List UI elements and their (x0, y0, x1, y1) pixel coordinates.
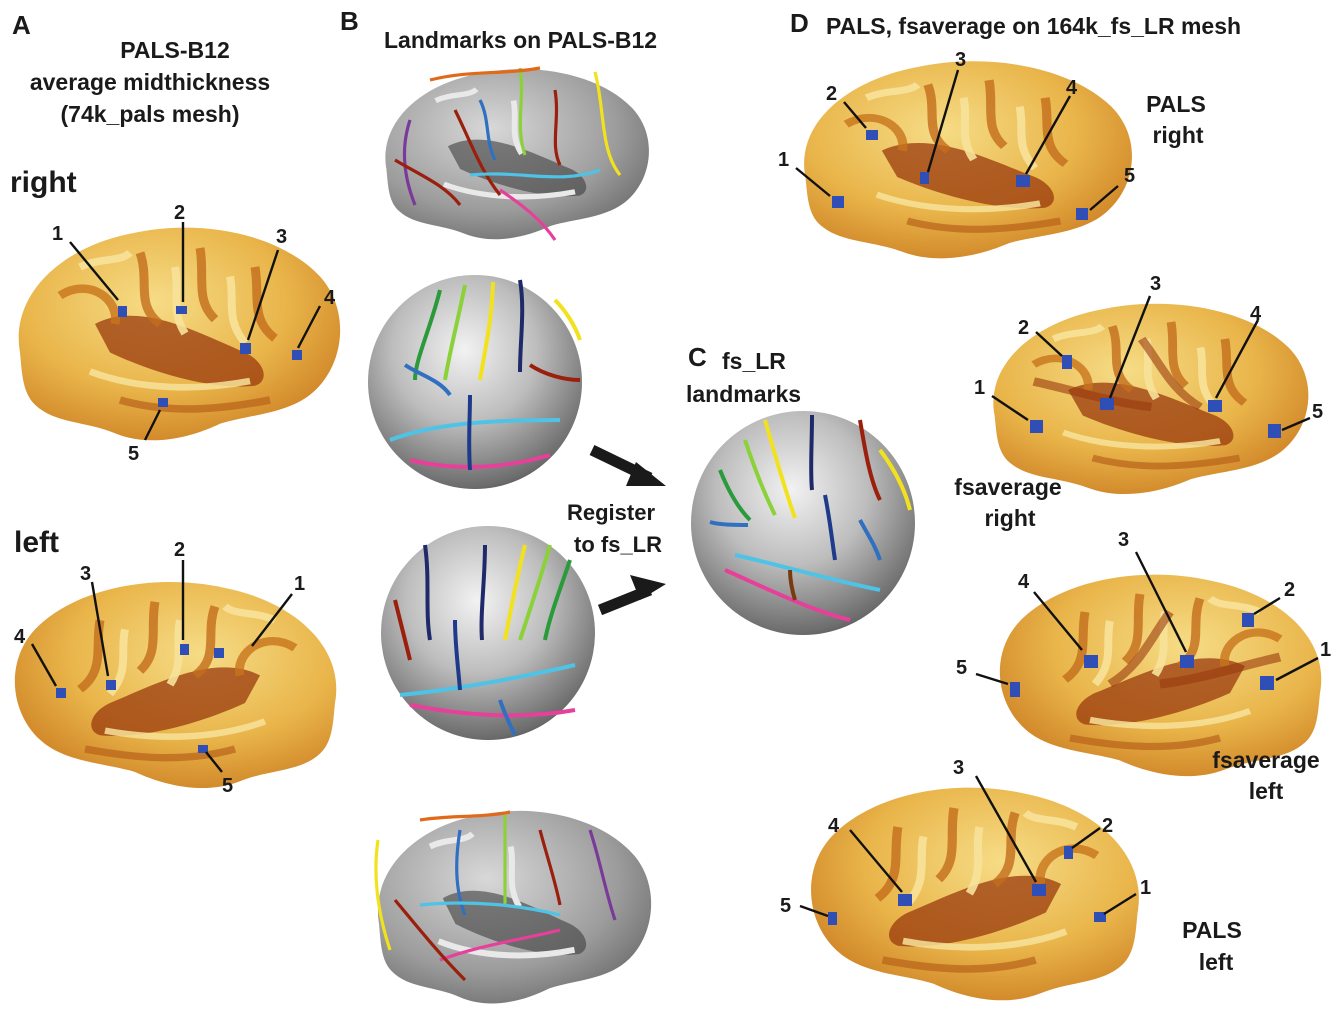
hemisphere-label-left: left (14, 526, 59, 559)
register-line-2: to fs_LR (574, 532, 662, 557)
num-dfl-5: 5 (956, 657, 967, 679)
panel-a-letter: A (12, 10, 31, 40)
sphere-c (691, 411, 915, 635)
num-a-right-1: 1 (52, 223, 63, 245)
num-dfl-4: 4 (1018, 571, 1030, 593)
num-a-left-5: 5 (222, 775, 233, 797)
num-dpr-3: 3 (955, 49, 966, 71)
label-pals-right-1: PALS (1146, 91, 1206, 117)
register-line-1: Register (567, 500, 655, 525)
num-a-right-5: 5 (128, 443, 139, 465)
num-a-right-2: 2 (174, 202, 185, 224)
label-pals-left-2: left (1199, 949, 1234, 975)
panel-d-title: PALS, fsaverage on 164k_fs_LR mesh (826, 13, 1241, 39)
label-fsaverage-right-1: fsaverage (954, 474, 1061, 500)
brain-d-fsaverage-left (1000, 575, 1321, 777)
num-a-right-4: 4 (324, 287, 336, 309)
num-a-right-3: 3 (276, 226, 287, 248)
brain-a-right (19, 228, 340, 441)
panel-c-title-line-1: fs_LR (722, 348, 786, 374)
num-dfl-1: 1 (1320, 639, 1331, 661)
num-dfr-2: 2 (1018, 317, 1029, 339)
num-dpl-2: 2 (1102, 815, 1113, 837)
num-dpr-4: 4 (1066, 77, 1078, 99)
label-fsaverage-right-2: right (984, 505, 1035, 531)
brain-a-left (15, 582, 336, 788)
num-dfl-2: 2 (1284, 579, 1295, 601)
num-dfr-1: 1 (974, 377, 985, 399)
num-dpl-3: 3 (953, 757, 964, 779)
num-dpl-1: 1 (1140, 877, 1151, 899)
panel-d-letter: D (790, 8, 809, 38)
num-dfr-3: 3 (1150, 273, 1161, 295)
num-dpr-5: 5 (1124, 165, 1135, 187)
num-a-left-2: 2 (174, 539, 185, 561)
label-fsaverage-left-2: left (1249, 778, 1284, 804)
label-pals-right-2: right (1152, 122, 1203, 148)
num-dpl-5: 5 (780, 895, 791, 917)
num-a-left-3: 3 (80, 563, 91, 585)
num-a-left-1: 1 (294, 573, 305, 595)
panel-c-letter: C (688, 342, 707, 372)
panel-a-title-line-3: (74k_pals mesh) (61, 101, 240, 127)
num-a-left-4: 4 (14, 626, 26, 648)
num-dfr-5: 5 (1312, 401, 1323, 423)
panel-b-letter: B (340, 6, 359, 36)
panel-a-title-line-2: average midthickness (30, 69, 270, 95)
hemisphere-label-right: right (10, 166, 77, 199)
num-dpl-4: 4 (828, 815, 840, 837)
arrow-upper (592, 450, 666, 486)
num-dfl-3: 3 (1118, 529, 1129, 551)
brain-d-pals-right (804, 61, 1132, 258)
label-fsaverage-left-1: fsaverage (1212, 747, 1319, 773)
brain-d-pals-left (811, 788, 1139, 1001)
num-dfr-4: 4 (1250, 303, 1262, 325)
sphere-b-lower (381, 526, 595, 740)
arrow-lower (600, 575, 666, 610)
num-dpr-2: 2 (826, 83, 837, 105)
panel-b-title: Landmarks on PALS-B12 (384, 27, 657, 53)
panel-a-title-line-1: PALS-B12 (120, 37, 230, 63)
panel-a: A PALS-B12 average midthickness (74k_pal… (10, 10, 340, 797)
brain-d-fsaverage-right (993, 304, 1308, 494)
sphere-b-upper (368, 275, 582, 489)
panel-c-title-line-2: landmarks (686, 381, 801, 407)
num-dpr-1: 1 (778, 149, 789, 171)
panel-c: C fs_LR landmarks Register to fs_LR (567, 342, 915, 635)
label-pals-left-1: PALS (1182, 917, 1242, 943)
